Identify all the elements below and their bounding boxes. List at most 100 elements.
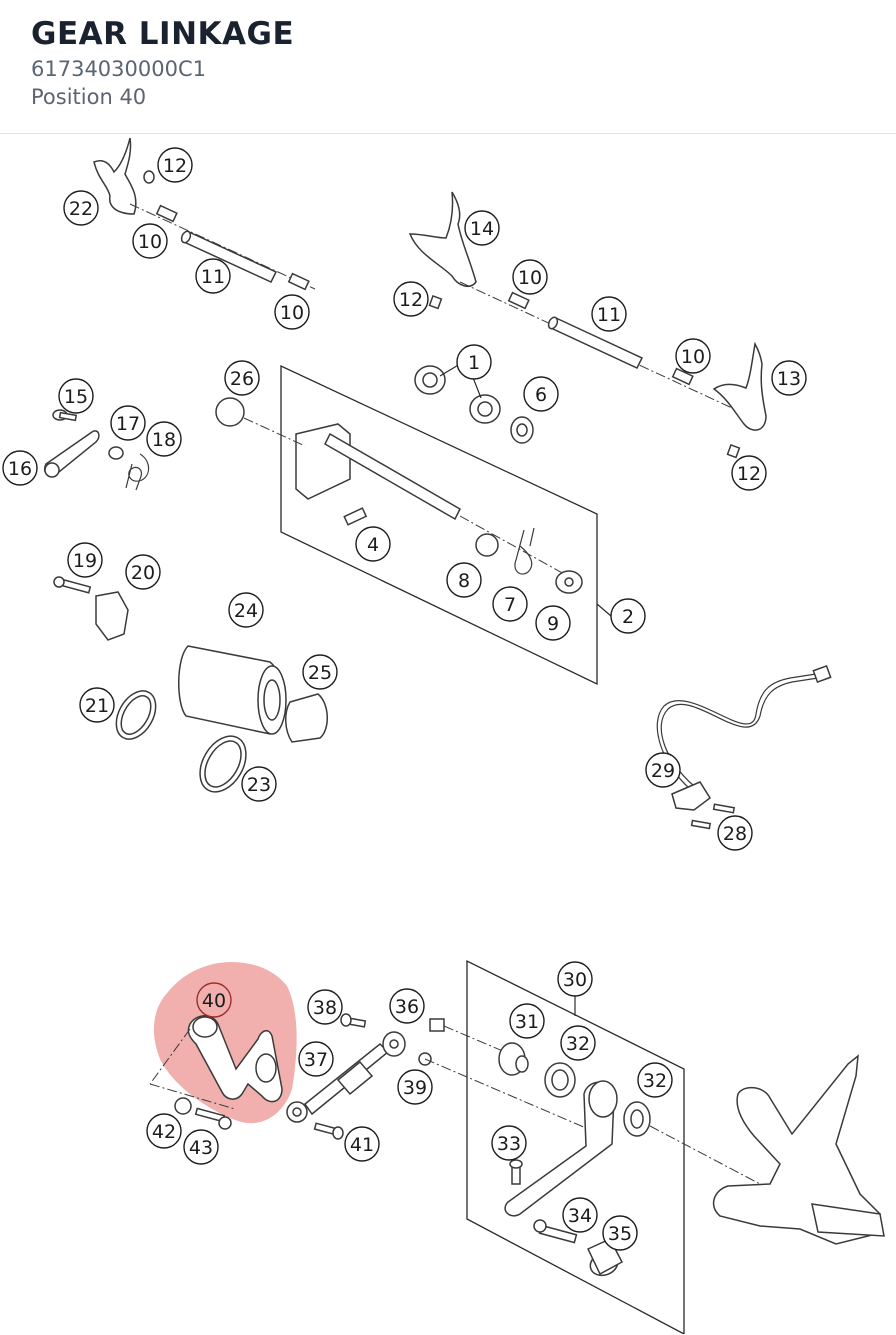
callout-label: 12	[163, 155, 187, 177]
callout-32[interactable]: 32	[560, 1025, 596, 1061]
callout-1[interactable]: 1	[456, 344, 492, 380]
callout-label: 33	[497, 1133, 521, 1155]
callout-label: 10	[681, 346, 705, 368]
callout-24[interactable]: 24	[228, 592, 264, 628]
callout-label: 25	[308, 662, 332, 684]
callout-11[interactable]: 11	[195, 258, 231, 294]
callout-label: 39	[403, 1077, 427, 1099]
callout-10[interactable]: 10	[675, 338, 711, 374]
callout-35[interactable]: 35	[602, 1215, 638, 1251]
callout-label: 7	[504, 594, 516, 616]
exploded-diagram: 1222101110141012111013121626151718164879…	[2, 137, 885, 1334]
callout-label: 30	[563, 969, 587, 991]
callout-39[interactable]: 39	[397, 1069, 433, 1105]
callout-label: 43	[189, 1137, 213, 1159]
callout-41[interactable]: 41	[344, 1126, 380, 1162]
callout-label: 22	[69, 198, 93, 220]
callout-group: 1222101110141012111013121626151718164879…	[2, 147, 807, 1251]
callout-label: 28	[723, 823, 747, 845]
fork-left	[93, 137, 155, 215]
callout-10[interactable]: 10	[512, 259, 548, 295]
callout-label: 10	[518, 267, 542, 289]
callout-label: 16	[8, 458, 32, 480]
callout-label: 36	[395, 996, 419, 1018]
callout-10[interactable]: 10	[274, 294, 310, 330]
callout-10[interactable]: 10	[132, 223, 168, 259]
callout-label: 40	[202, 990, 226, 1012]
callout-13[interactable]: 13	[771, 360, 807, 396]
footrest-bracket	[712, 1054, 885, 1245]
callout-16[interactable]: 16	[2, 450, 38, 486]
callout-19[interactable]: 19	[67, 542, 103, 578]
callout-label: 12	[399, 289, 423, 311]
rail-right	[547, 316, 644, 369]
callout-12[interactable]: 12	[393, 281, 429, 317]
callout-label: 17	[116, 413, 140, 435]
callout-9[interactable]: 9	[535, 605, 571, 641]
callout-label: 12	[737, 463, 761, 485]
spring-right	[507, 291, 694, 386]
callout-12[interactable]: 12	[157, 147, 193, 183]
callout-42[interactable]: 42	[146, 1113, 182, 1149]
callout-label: 1	[468, 352, 480, 374]
callout-label: 19	[73, 550, 97, 572]
shift-rod	[149, 1013, 601, 1140]
callout-label: 10	[138, 231, 162, 253]
callout-6[interactable]: 6	[523, 376, 559, 412]
callout-40[interactable]: 40	[196, 982, 232, 1018]
callout-22[interactable]: 22	[63, 190, 99, 226]
callout-2[interactable]: 2	[610, 598, 646, 634]
callout-label: 31	[515, 1011, 539, 1033]
callout-30[interactable]: 30	[557, 961, 593, 997]
fork-right-b	[712, 341, 767, 459]
callout-34[interactable]: 34	[562, 1197, 598, 1233]
callout-label: 13	[777, 368, 801, 390]
callout-label: 4	[367, 534, 379, 556]
callout-38[interactable]: 38	[307, 989, 343, 1025]
callout-label: 21	[85, 695, 109, 717]
callout-14[interactable]: 14	[464, 210, 500, 246]
callout-26[interactable]: 26	[224, 360, 260, 396]
callout-label: 29	[651, 760, 675, 782]
leader-lines	[439, 363, 612, 1016]
callout-7[interactable]: 7	[492, 586, 528, 622]
callout-label: 37	[304, 1049, 328, 1071]
callout-label: 41	[350, 1134, 374, 1156]
shift-lever	[498, 1042, 761, 1277]
callout-29[interactable]: 29	[645, 752, 681, 788]
callout-23[interactable]: 23	[241, 766, 277, 802]
callout-28[interactable]: 28	[717, 815, 753, 851]
callout-36[interactable]: 36	[389, 988, 425, 1024]
callout-8[interactable]: 8	[446, 562, 482, 598]
callout-label: 11	[597, 304, 621, 326]
callout-11[interactable]: 11	[591, 296, 627, 332]
axis-rail-left	[129, 203, 316, 290]
fork-right-a	[408, 191, 477, 310]
callout-21[interactable]: 21	[79, 687, 115, 723]
callout-25[interactable]: 25	[302, 654, 338, 690]
callout-31[interactable]: 31	[509, 1003, 545, 1039]
spring-left	[155, 204, 310, 291]
callout-label: 15	[64, 386, 88, 408]
callout-20[interactable]: 20	[125, 554, 161, 590]
rail-left	[180, 230, 278, 283]
callout-32[interactable]: 32	[637, 1062, 673, 1098]
callout-label: 20	[131, 562, 155, 584]
callout-43[interactable]: 43	[183, 1129, 219, 1165]
callout-4[interactable]: 4	[355, 526, 391, 562]
callout-label: 10	[280, 302, 304, 324]
bracket-40	[187, 1015, 283, 1103]
callout-33[interactable]: 33	[491, 1125, 527, 1161]
callout-18[interactable]: 18	[146, 421, 182, 457]
callout-15[interactable]: 15	[58, 378, 94, 414]
callout-label: 9	[547, 613, 559, 635]
header: GEAR LINKAGE 61734030000C1 Position 40	[0, 0, 896, 134]
part-number: 61734030000C1	[31, 57, 206, 81]
shift-drum	[53, 576, 328, 793]
callout-label: 32	[643, 1070, 667, 1092]
callout-12[interactable]: 12	[731, 455, 767, 491]
shift-lever-small	[43, 409, 150, 491]
callout-17[interactable]: 17	[110, 405, 146, 441]
callout-37[interactable]: 37	[298, 1041, 334, 1077]
callout-label: 18	[152, 429, 176, 451]
